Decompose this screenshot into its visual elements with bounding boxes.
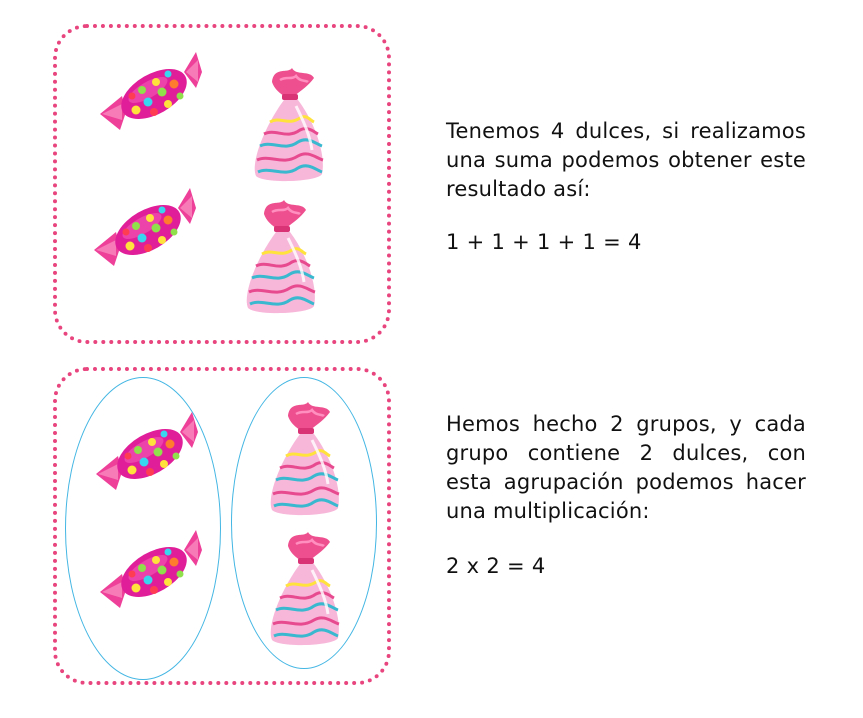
multiplication-equation: 2 x 2 = 4: [446, 554, 546, 578]
candy-box-sum: [53, 24, 391, 344]
sum-equation: 1 + 1 + 1 + 1 = 4: [446, 230, 642, 254]
candy-box-multiplication: [53, 367, 391, 685]
wrapped-candy-icon: [100, 530, 202, 608]
candy-bag-icon: [269, 530, 341, 647]
multiplication-explanation: Hemos hecho 2 grupos, y cada grupo conti…: [446, 412, 806, 523]
wrapped-candy-icon: [100, 52, 202, 130]
sum-explanation: Tenemos 4 dulces, si realizamos una suma…: [446, 119, 806, 201]
candy-bag-icon: [245, 198, 317, 315]
wrapped-candy-icon: [96, 412, 198, 490]
group-ellipse-right: [231, 377, 377, 669]
group-ellipse-left: [65, 377, 221, 680]
wrapped-candy-icon: [94, 188, 196, 266]
candy-bag-icon: [269, 400, 341, 517]
candy-bag-icon: [253, 66, 325, 183]
